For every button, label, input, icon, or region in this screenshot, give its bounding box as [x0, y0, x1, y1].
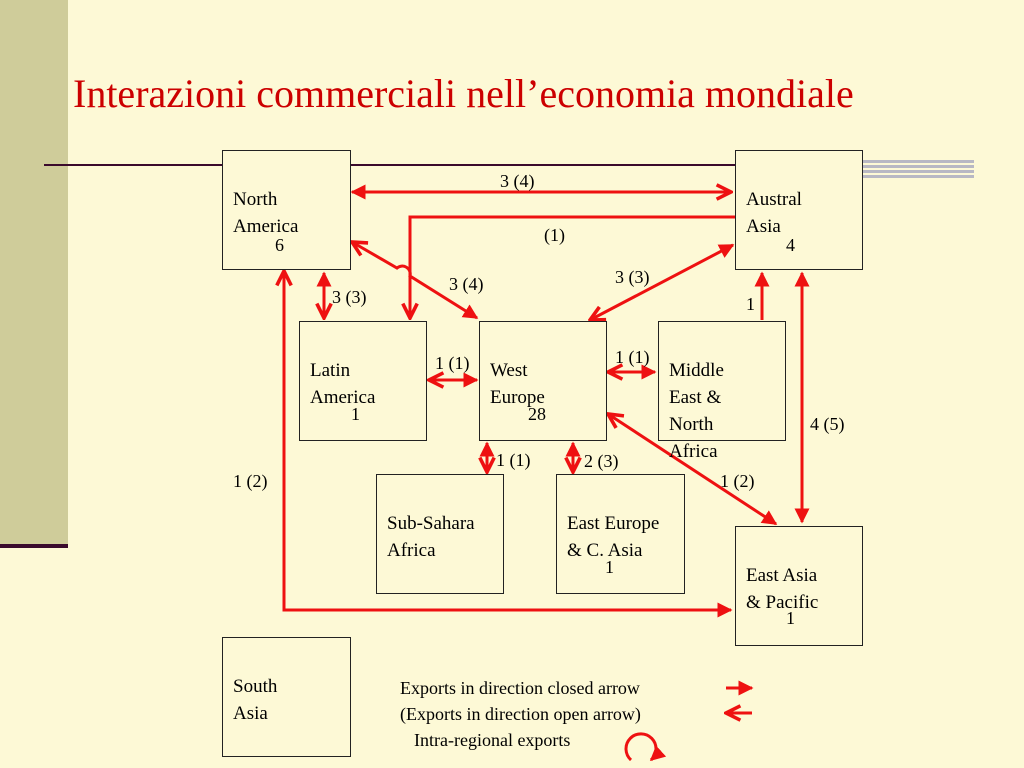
flow-label-aa-la: (1)	[544, 225, 565, 245]
flow-label-we-ss: 1 (1)	[496, 450, 531, 470]
region-austral-asia: Austral Asia	[735, 150, 863, 270]
legend-intra-text: Intra-regional exports	[414, 730, 571, 750]
flow-label-we-me: 1 (1)	[615, 347, 650, 367]
flow-label-la-we: 1 (1)	[435, 353, 470, 373]
intra-value-east-asia: 1	[786, 608, 795, 628]
legend-open-text: (Exports in direction open arrow)	[400, 704, 641, 724]
sidebar-rule	[0, 544, 68, 548]
slide-title: Interazioni commerciali nell’economia mo…	[73, 71, 854, 116]
region-east-europe-c-asia: East Europe & C. Asia	[556, 474, 685, 594]
region-name: West Europe	[490, 360, 545, 408]
flow-label-na-la: 3 (3)	[332, 287, 367, 307]
legend-closed-text: Exports in direction closed arrow	[400, 678, 640, 698]
flow-label-aa-ea: 4 (5)	[810, 414, 845, 434]
intra-value-austral-asia: 4	[786, 235, 795, 255]
flow-label-na-aa: 3 (4)	[500, 171, 535, 191]
region-name: North America	[233, 189, 299, 237]
region-name: Middle East & North Africa	[669, 360, 724, 462]
sidebar-decoration	[0, 0, 68, 548]
region-latin-america: Latin America	[299, 321, 427, 441]
region-name: South Asia	[233, 676, 278, 724]
flow-label-we-ee: 2 (3)	[584, 451, 619, 471]
intra-value-west-europe: 28	[528, 404, 546, 424]
region-sub-sahara-africa: Sub-Sahara Africa	[376, 474, 504, 594]
title-rule	[44, 164, 744, 166]
flow-label-na-we: 3 (4)	[449, 274, 484, 294]
flow-label-we-ea: 1 (2)	[720, 471, 755, 491]
flow-label-na-ea: 1 (2)	[233, 471, 268, 491]
stripe-decoration	[860, 160, 974, 178]
region-name: East Asia & Pacific	[746, 565, 819, 613]
region-south-asia: South Asia	[222, 637, 351, 757]
flow-arrow-aa-we	[590, 243, 733, 320]
flow-arrow-aa-la	[410, 215, 735, 318]
region-west-europe: West Europe	[479, 321, 607, 441]
legend-intra-loop	[624, 732, 667, 762]
flow-arrow-na-ea	[284, 271, 731, 610]
flow-label-me-aa: 1	[746, 294, 755, 314]
flow-label-aa-we: 3 (3)	[615, 267, 650, 287]
region-name: Sub-Sahara Africa	[387, 513, 475, 561]
region-north-america: North America	[222, 150, 351, 270]
region-name: East Europe & C. Asia	[567, 513, 660, 561]
region-middle-east-north-africa: Middle East & North Africa	[658, 321, 786, 462]
region-name: Austral Asia	[746, 189, 802, 237]
region-name: Latin America	[310, 360, 376, 408]
intra-value-east-europe: 1	[605, 557, 614, 577]
intra-value-north-america: 6	[275, 235, 284, 255]
region-east-asia-pacific: East Asia & Pacific	[735, 526, 863, 646]
intra-value-latin-america: 1	[351, 404, 360, 424]
